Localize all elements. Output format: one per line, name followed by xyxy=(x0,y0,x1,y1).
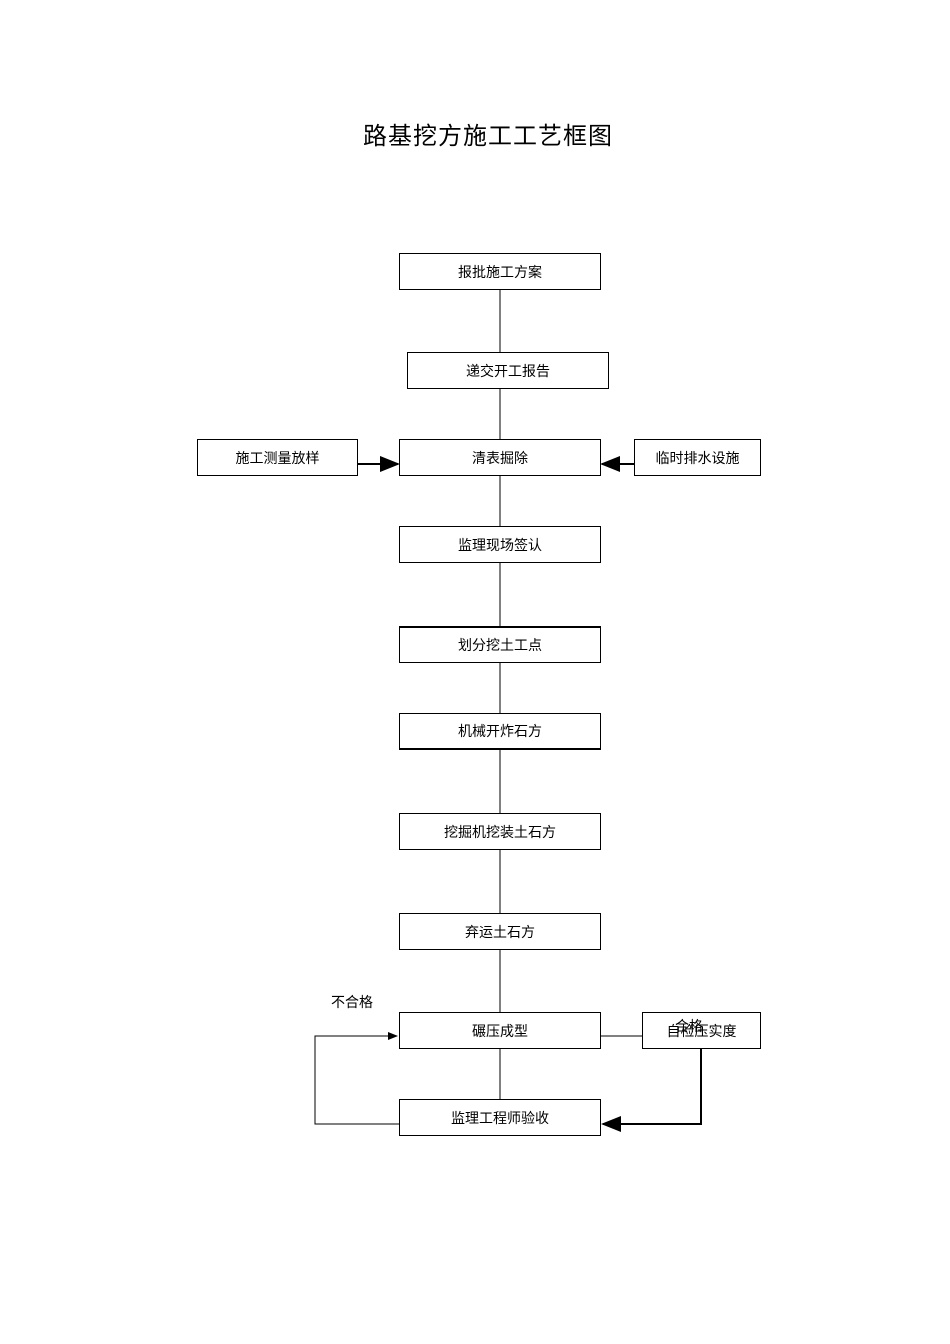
step-report-plan: 报批施工方案 xyxy=(399,253,601,290)
step-drainage: 临时排水设施 xyxy=(634,439,761,476)
step-engineer-accept: 监理工程师验收 xyxy=(399,1099,601,1136)
step-self-check: 自检压实度 xyxy=(642,1012,761,1049)
page-title: 路基挖方施工工艺框图 xyxy=(363,122,613,150)
step-clear-surface: 清表掘除 xyxy=(399,439,601,476)
fail-label: 不合格 xyxy=(331,995,373,1011)
step-divide-points: 划分挖土工点 xyxy=(399,626,601,663)
step-survey: 施工测量放样 xyxy=(197,439,358,476)
pass-label: 合格 xyxy=(675,1019,703,1035)
step-blasting: 机械开炸石方 xyxy=(399,713,601,750)
step-haul: 弃运土石方 xyxy=(399,913,601,950)
step-supervisor-sign: 监理现场签认 xyxy=(399,526,601,563)
step-excavator-load: 挖掘机挖装土石方 xyxy=(399,813,601,850)
step-submit-report: 递交开工报告 xyxy=(407,352,609,389)
step-compaction: 碾压成型 xyxy=(399,1012,601,1049)
